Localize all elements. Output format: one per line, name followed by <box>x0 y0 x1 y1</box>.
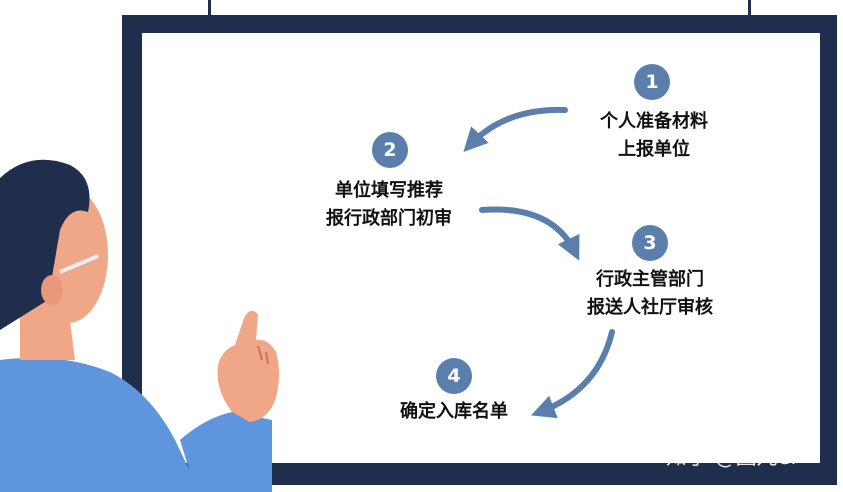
person-sleeve <box>180 412 272 492</box>
person-hair <box>0 159 90 330</box>
finger-line-1 <box>257 345 263 361</box>
watermark: 知乎 @圆儿er <box>666 445 800 469</box>
step-3-badge: 3 <box>632 225 668 261</box>
arrow-3-to-4 <box>531 329 615 419</box>
step-4-badge: 4 <box>436 358 472 394</box>
arrow-2-to-3 <box>479 206 580 261</box>
person-hand <box>217 310 279 422</box>
finger-line-2 <box>265 351 269 365</box>
step-4-line-1: 确定入库名单 <box>400 401 508 422</box>
person-shirt <box>0 357 200 492</box>
right-hanger-wire <box>748 0 751 15</box>
step-3-text: 行政主管部门 报送人社厅审核 <box>570 266 730 322</box>
step-1-badge: 1 <box>634 64 670 100</box>
step-1-line-1: 个人准备材料 <box>600 111 708 132</box>
step-3-line-1: 行政主管部门 <box>596 269 704 290</box>
step-1-line-2: 上报单位 <box>618 139 690 160</box>
step-2-line-2: 报行政部门初审 <box>326 208 452 229</box>
step-2-badge: 2 <box>372 132 408 168</box>
step-4-text: 确定入库名单 <box>384 398 524 426</box>
step-2-text: 单位填写推荐 报行政部门初审 <box>304 177 474 233</box>
person-ear <box>41 275 63 305</box>
step-1-text: 个人准备材料 上报单位 <box>574 108 734 164</box>
step-3-line-2: 报送人社厅审核 <box>587 297 713 318</box>
glasses-arm <box>59 254 99 274</box>
left-hanger-wire <box>208 0 211 15</box>
arrow-1-to-2 <box>463 106 568 152</box>
step-2-line-1: 单位填写推荐 <box>335 180 443 201</box>
